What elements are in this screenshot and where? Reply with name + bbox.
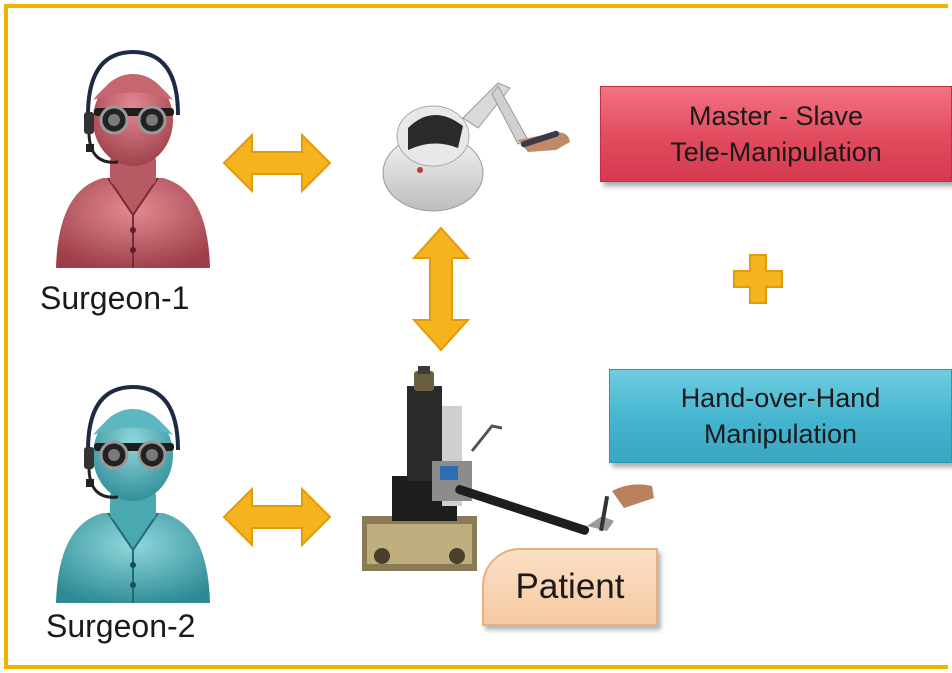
master-slave-box: Master - Slave Tele-Manipulation <box>600 86 952 182</box>
plus-icon <box>733 254 783 304</box>
diagram-frame <box>4 4 948 669</box>
master-slave-line2: Tele-Manipulation <box>670 137 882 167</box>
surgeon-1-label: Surgeon-1 <box>40 280 190 316</box>
master-slave-line1: Master - Slave <box>688 101 864 131</box>
surgeon-1-icon <box>56 49 210 268</box>
bidirectional-arrow-icon <box>412 226 470 352</box>
surgeon-2-label: Surgeon-2 <box>46 608 196 644</box>
bidirectional-arrow-icon <box>222 486 332 548</box>
surgeon-2-icon <box>56 384 210 603</box>
surgical-robot-icon <box>362 366 654 571</box>
hand-over-hand-line1: Hand-over-Hand <box>680 383 881 413</box>
hand-over-hand-line2: Manipulation <box>703 419 858 449</box>
hand-over-hand-box: Hand-over-Hand Manipulation <box>609 369 952 463</box>
bidirectional-arrow-icon <box>222 132 332 194</box>
patient-label: Patient <box>482 548 658 626</box>
haptic-device-icon <box>382 82 570 212</box>
